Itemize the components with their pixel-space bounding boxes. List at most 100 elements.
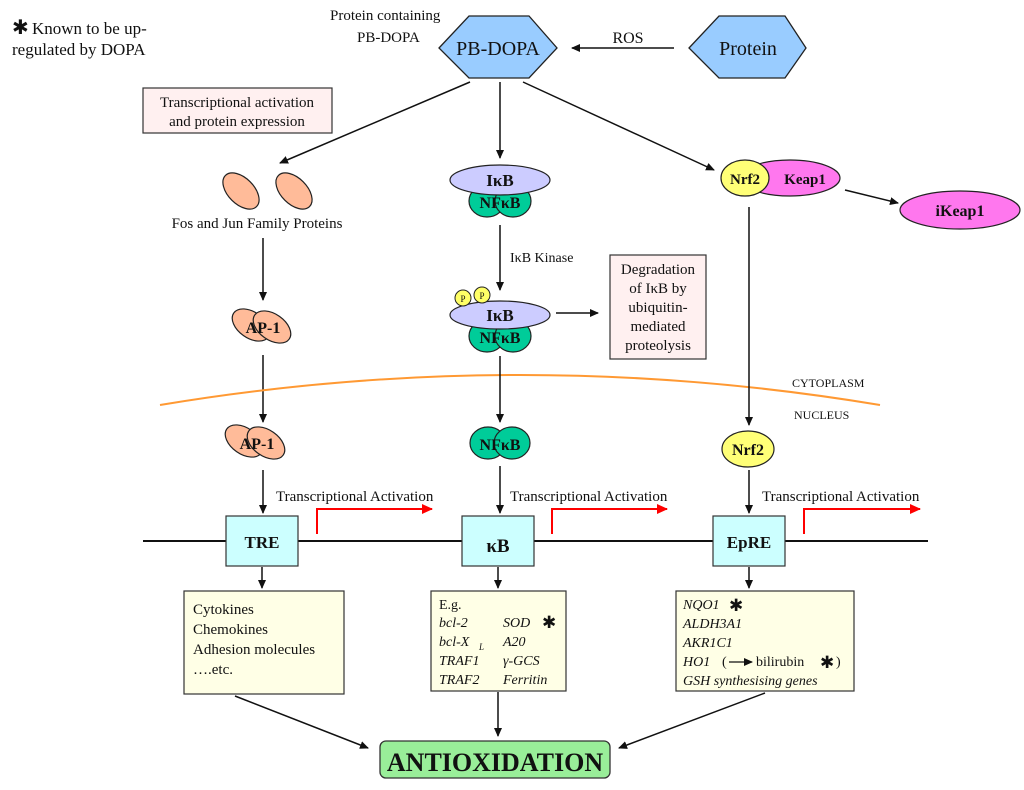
svg-text:Ferritin: Ferritin xyxy=(502,673,547,688)
legend: ✱ Known to be up- regulated by DOPA xyxy=(12,17,147,59)
svg-text:of IκB by: of IκB by xyxy=(629,281,687,297)
fos-protein xyxy=(222,172,260,210)
phosphate-1 xyxy=(454,289,472,307)
protein-node: Protein xyxy=(688,15,807,79)
tre-activation-label: Transcriptional Activation xyxy=(276,489,434,505)
kb-element: κB xyxy=(461,515,535,567)
pbdopa-hexagon xyxy=(438,15,558,79)
epre-activation-label: Transcriptional Activation xyxy=(762,489,920,505)
svg-text:GSH synthesising genes: GSH synthesising genes xyxy=(683,674,818,689)
tre-activation-arrow xyxy=(316,504,433,534)
degradation-note: Degradation of IκB by ubiquitin- mediate… xyxy=(609,254,707,360)
ap1-nucleus: AP-1 xyxy=(224,424,286,460)
epre-activation-arrow xyxy=(803,504,921,534)
svg-text:proteolysis: proteolysis xyxy=(625,338,691,354)
nucleus-label: NUCLEUS xyxy=(794,408,849,422)
arrow-left-to-antioxidation xyxy=(234,695,369,749)
arrow-to-ikeap1 xyxy=(844,189,899,205)
svg-text:E.g.: E.g. xyxy=(439,598,462,613)
svg-text:Adhesion molecules: Adhesion molecules xyxy=(193,642,315,658)
nrf2-nucleus: Nrf2 xyxy=(721,430,775,468)
svg-text:Chemokines: Chemokines xyxy=(193,622,268,638)
svg-text:bcl-2: bcl-2 xyxy=(439,616,468,631)
ikeap1: iKeap1 xyxy=(899,190,1021,230)
svg-text:ALDH3A1: ALDH3A1 xyxy=(682,617,742,632)
asterisk-icon: ✱ xyxy=(820,653,834,672)
nrf2 xyxy=(720,159,770,197)
ros-label: ROS xyxy=(612,30,643,47)
svg-text:NQO1: NQO1 xyxy=(682,598,720,613)
ikb-kinase-label: IκB Kinase xyxy=(510,251,573,266)
svg-text:EpRE: EpRE xyxy=(727,533,771,552)
nfkb-nucleus: NFκB xyxy=(469,426,531,460)
transcriptional-activation-note: Transcriptional activation and protein e… xyxy=(142,87,333,134)
svg-text:Transcriptional activation: Transcriptional activation xyxy=(160,95,314,111)
jun-protein xyxy=(275,172,313,210)
svg-text:Nrf2: Nrf2 xyxy=(730,172,760,188)
svg-text:κB: κB xyxy=(486,536,510,557)
svg-text:Cytokines: Cytokines xyxy=(193,602,254,618)
svg-text:NFκB: NFκB xyxy=(480,437,521,454)
svg-text:Keap1: Keap1 xyxy=(784,172,826,188)
svg-text:….etc.: ….etc. xyxy=(193,662,233,678)
svg-text:SOD: SOD xyxy=(503,616,530,631)
svg-text:mediated: mediated xyxy=(631,319,686,335)
kb-activation-label: Transcriptional Activation xyxy=(510,489,668,505)
svg-text:IκB: IκB xyxy=(486,306,513,325)
svg-text:(: ( xyxy=(722,655,727,670)
svg-text:IκB: IκB xyxy=(486,171,513,190)
tre-products-box: Cytokines Chemokines Adhesion molecules … xyxy=(183,590,345,695)
svg-text:): ) xyxy=(836,655,841,670)
svg-text:L: L xyxy=(478,642,484,652)
fos-jun-proteins: Fos and Jun Family Proteins xyxy=(172,172,343,232)
arrow-to-nrf2-keap1 xyxy=(522,81,715,171)
fos-jun-label: Fos and Jun Family Proteins xyxy=(172,216,343,232)
protein-hexagon xyxy=(688,15,807,79)
svg-text:Nrf2: Nrf2 xyxy=(732,442,764,459)
svg-text:ubiquitin-: ubiquitin- xyxy=(628,300,687,316)
svg-text:NFκB: NFκB xyxy=(480,195,521,212)
pbdopa-node: PB-DOPA xyxy=(438,15,558,79)
asterisk-icon: ✱ xyxy=(542,613,556,632)
svg-text:P: P xyxy=(460,294,465,304)
pbdopa-label: PB-DOPA xyxy=(456,38,540,60)
svg-text:ANTIOXIDATION: ANTIOXIDATION xyxy=(387,748,603,777)
svg-text:and protein expression: and protein expression xyxy=(169,114,305,130)
asterisk-icon: ✱ xyxy=(12,17,29,39)
kb-activation-arrow xyxy=(551,504,668,534)
svg-text:NFκB: NFκB xyxy=(480,330,521,347)
phosphorylated-ikb-nfkb-complex: NFκB IκB P P xyxy=(449,286,551,353)
arrow-to-fos-jun xyxy=(279,81,471,164)
kb-products-box: E.g. bcl-2 bcl-X L TRAF1 TRAF2 SOD ✱ A20… xyxy=(430,590,567,692)
nuclear-membrane xyxy=(159,374,881,406)
svg-text:AP-1: AP-1 xyxy=(246,320,281,337)
ap1-cytoplasm: AP-1 xyxy=(231,308,292,344)
svg-text:AKR1C1: AKR1C1 xyxy=(682,636,733,651)
svg-text:TRAF1: TRAF1 xyxy=(439,654,479,669)
svg-text:P: P xyxy=(479,291,484,301)
phosphate-2 xyxy=(473,286,491,304)
ikb-nfkb-complex: NFκB IκB xyxy=(449,164,551,218)
svg-text:TRAF2: TRAF2 xyxy=(439,673,479,688)
svg-text:Degradation: Degradation xyxy=(621,262,696,278)
svg-text:bilirubin: bilirubin xyxy=(756,655,804,670)
legend-line1: Known to be up- xyxy=(32,19,147,38)
svg-text:AP-1: AP-1 xyxy=(240,436,275,453)
pbdopa-caption-line2: PB-DOPA xyxy=(357,30,420,46)
protein-label: Protein xyxy=(719,38,777,60)
pbdopa-caption-line1: Protein containing xyxy=(330,8,441,24)
epre-products-box: NQO1 ✱ ALDH3A1 AKR1C1 HO1 ( bilirubin ✱ … xyxy=(675,590,855,692)
tre-element: TRE xyxy=(225,515,299,567)
svg-text:bcl-X: bcl-X xyxy=(439,635,470,650)
nrf2-keap1-complex: Keap1 Nrf2 xyxy=(720,159,841,197)
cytoplasm-label: CYTOPLASM xyxy=(792,376,865,390)
epre-element: EpRE xyxy=(712,515,786,567)
svg-text:γ-GCS: γ-GCS xyxy=(503,654,540,669)
svg-text:TRE: TRE xyxy=(245,533,280,552)
asterisk-icon: ✱ xyxy=(729,596,743,615)
svg-text:iKeap1: iKeap1 xyxy=(936,203,985,220)
antioxidation-outcome: ANTIOXIDATION xyxy=(379,740,611,779)
arrow-right-to-antioxidation xyxy=(618,692,766,749)
legend-line2: regulated by DOPA xyxy=(12,40,146,59)
